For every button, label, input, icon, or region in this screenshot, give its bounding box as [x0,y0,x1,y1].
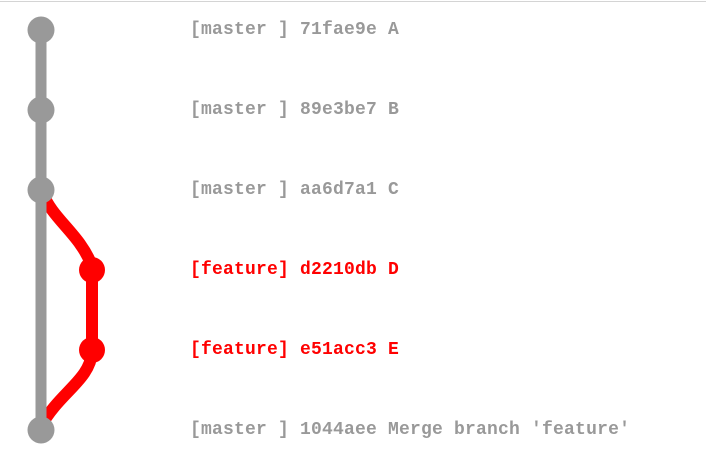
commit-dot-a [27,16,55,44]
commit-dot-b [27,96,55,124]
feature-branch-line [35,189,98,430]
commit-label-a: [master ] 71fae9e A [190,20,400,40]
commit-label-d: [feature] d2210db D [190,260,400,280]
commit-dot-e [79,337,105,363]
commit-label-b: [master ] 89e3be7 B [190,100,400,120]
window-top-border [0,1,706,2]
commit-dot-d [79,257,105,283]
commit-dot-merge [27,416,55,444]
commit-label-c: [master ] aa6d7a1 C [190,180,400,200]
commit-label-merge: [master ] 1044aee Merge branch 'feature' [190,420,631,440]
commit-label-e: [feature] e51acc3 E [190,340,400,360]
commit-dot-c [27,176,55,204]
